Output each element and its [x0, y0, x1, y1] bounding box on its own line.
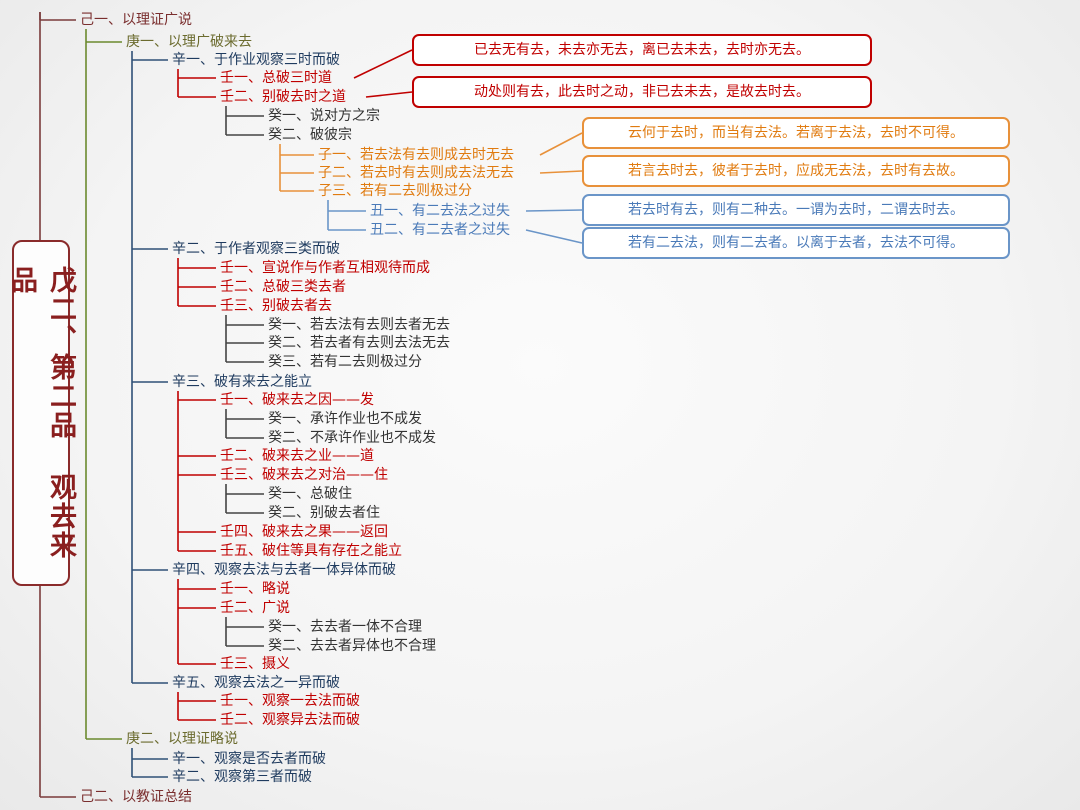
outline-node-xin: 辛二、观察第三者而破: [172, 769, 312, 785]
verse-note-red: 已去无有去，未去亦无去，离已去未去，去时亦无去。: [412, 34, 872, 66]
outline-node-gui: 癸一、若去法有去则去者无去: [268, 317, 450, 333]
outline-node-xin: 辛四、观察去法与去者一体异体而破: [172, 562, 396, 578]
outline-node-chou: 丑一、有二去法之过失: [370, 203, 510, 219]
note-connector-line: [539, 132, 583, 156]
verse-note-orange: 云何于去时，而当有去法。若离于去法，去时不可得。: [582, 117, 1010, 149]
outline-node-xin: 辛三、破有来去之能立: [172, 374, 312, 390]
note-connector-line: [365, 91, 413, 98]
outline-node-gui: 癸一、总破住: [268, 486, 352, 502]
note-connector-line: [525, 229, 583, 244]
outline-node-ren: 壬一、略说: [220, 581, 290, 597]
outline-node-ren: 壬三、别破去者去: [220, 298, 332, 314]
outline-node-ren: 壬四、破来去之果——返回: [220, 524, 388, 540]
outline-node-ren: 壬一、总破三时道: [220, 70, 332, 86]
verse-note-blue: 若去时有去，则有二种去。一谓为去时，二谓去时去。: [582, 194, 1010, 226]
outline-node-zi: 子一、若去法有去则成去时无去: [318, 147, 514, 163]
outline-node-xin: 辛一、于作业观察三时而破: [172, 52, 340, 68]
outline-node-ren: 壬五、破住等具有存在之能立: [220, 543, 402, 559]
outline-node-gui: 癸一、承许作业也不成发: [268, 411, 422, 427]
outline-node-ren: 壬一、观察一去法而破: [220, 693, 360, 709]
outline-node-ren: 壬一、破来去之因——发: [220, 392, 374, 408]
verse-note-red: 动处则有去，此去时之动，非已去未去，是故去时去。: [412, 76, 872, 108]
outline-node-gui: 癸二、若去者有去则去法无去: [268, 335, 450, 351]
chapter-title-box: 戊二、第二品 观去来品: [6, 240, 76, 586]
outline-node-ren: 壬三、摄义: [220, 656, 290, 672]
outline-node-ren: 壬二、观察异去法而破: [220, 712, 360, 728]
note-connector-line: [353, 49, 413, 79]
outline-node-zi: 子三、若有二去则极过分: [318, 183, 472, 199]
outline-node-xin: 辛五、观察去法之一异而破: [172, 675, 340, 691]
note-connector-line: [539, 170, 583, 174]
outline-node-chou: 丑二、有二去者之过失: [370, 222, 510, 238]
outline-node-zi: 子二、若去时有去则成去法无去: [318, 165, 514, 181]
outline-node-ji: 己二、以教证总结: [80, 789, 192, 805]
outline-node-geng: 庚二、以理证略说: [126, 731, 238, 747]
outline-node-xin: 辛二、于作者观察三类而破: [172, 241, 340, 257]
outline-node-gui: 癸一、去去者一体不合理: [268, 619, 422, 635]
outline-node-ren: 壬一、宣说作与作者互相观待而成: [220, 260, 430, 276]
outline-node-ren: 壬三、破来去之对治——住: [220, 467, 388, 483]
outline-node-gui: 癸二、去去者异体也不合理: [268, 638, 436, 654]
outline-node-gui: 癸二、不承许作业也不成发: [268, 430, 436, 446]
outline-node-ren: 壬二、破来去之业——道: [220, 448, 374, 464]
verse-note-orange: 若言去时去，彼者于去时，应成无去法，去时有去故。: [582, 155, 1010, 187]
outline-node-gui: 癸二、别破去者住: [268, 505, 380, 521]
outline-node-geng: 庚一、以理广破来去: [126, 34, 252, 50]
verse-note-blue: 若有二去法，则有二去者。以离于去者，去法不可得。: [582, 227, 1010, 259]
outline-node-ji: 己一、以理证广说: [80, 12, 192, 28]
outline-node-xin: 辛一、观察是否去者而破: [172, 751, 326, 767]
outline-node-ren: 壬二、别破去时之道: [220, 89, 346, 105]
outline-node-gui: 癸三、若有二去则极过分: [268, 354, 422, 370]
outline-node-gui: 癸二、破彼宗: [268, 127, 352, 143]
outline-node-gui: 癸一、说对方之宗: [268, 108, 380, 124]
outline-node-ren: 壬二、广说: [220, 600, 290, 616]
chapter-title: 戊二、第二品 观去来品: [6, 266, 76, 560]
outline-node-ren: 壬二、总破三类去者: [220, 279, 346, 295]
note-connector-line: [525, 209, 583, 212]
